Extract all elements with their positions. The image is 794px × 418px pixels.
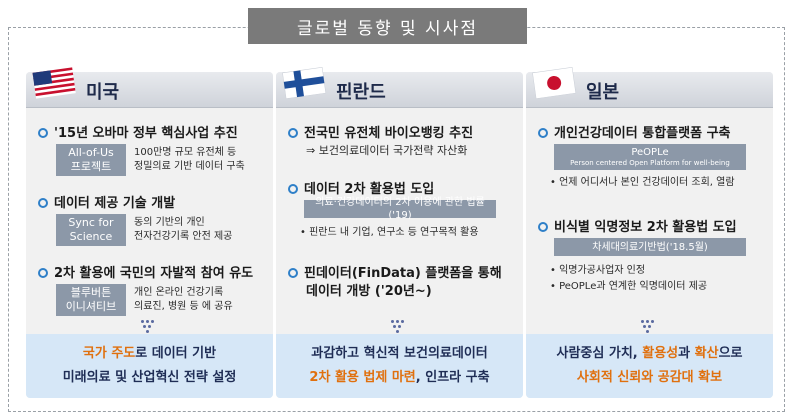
japan-flag-icon bbox=[532, 67, 577, 99]
country-name-japan: 일본 bbox=[586, 82, 620, 103]
usa-item-2-tag: Sync for Science bbox=[56, 214, 126, 246]
usa-item-1-title: '15년 오바마 정부 핵심사업 추진 bbox=[38, 122, 238, 141]
bullet-ring-icon bbox=[288, 128, 298, 138]
japan-law-bar: 차세대의료기반법('18.5월) bbox=[554, 238, 746, 256]
japan-item-1-bullet: • 언제 어디서나 본인 건강데이터 조회, 열람 bbox=[550, 177, 735, 188]
finland-flag-icon bbox=[282, 67, 327, 99]
japan-people-bar: PeOPLe Person centered Open Platform for… bbox=[554, 144, 746, 170]
bullet-ring-icon bbox=[538, 222, 548, 232]
finland-item-3-title-line2: 데이터 개방 ('20년~) bbox=[306, 284, 432, 299]
dots-divider-icon bbox=[391, 320, 409, 340]
bullet-ring-icon bbox=[288, 184, 298, 194]
column-header-finland: 핀란드 bbox=[276, 67, 523, 108]
finland-item-3-title: 핀데이터(FinData) 플랫폼을 통해 bbox=[288, 262, 502, 281]
finland-law-bar: 의료·건강데이터의 2차 이용에 관한 법률('19) bbox=[304, 197, 496, 221]
us-flag-icon bbox=[32, 67, 76, 99]
column-header-japan: 일본 bbox=[526, 67, 773, 108]
column-japan: 일본 개인건강데이터 통합플랫폼 구축 PeOPLe Person center… bbox=[526, 67, 773, 398]
finland-item-1-sub: ⇒ 보건의료데이터 국가전략 자산화 bbox=[306, 144, 468, 157]
dots-divider-icon bbox=[641, 320, 659, 340]
country-name-usa: 미국 bbox=[86, 82, 120, 103]
bullet-ring-icon bbox=[538, 128, 548, 138]
usa-item-3-tag: 블루버튼 이니셔티브 bbox=[56, 284, 126, 316]
column-finland: 핀란드 전국민 유전체 바이오뱅킹 추진 ⇒ 보건의료데이터 국가전략 자산화 … bbox=[276, 67, 523, 398]
japan-item-2-bullet-1: • 익명가공사업자 인정 bbox=[550, 265, 646, 276]
usa-item-1-tag: All-of-Us 프로젝트 bbox=[56, 144, 126, 176]
usa-conclusion: 국가 주도로 데이터 기반 미래의료 및 산업혁신 전략 설정 bbox=[26, 334, 273, 398]
bullet-ring-icon bbox=[38, 128, 48, 138]
usa-item-2-title: 데이터 제공 기술 개발 bbox=[38, 192, 175, 211]
page-title: 글로벌 동향 및 시사점 bbox=[248, 8, 527, 44]
bullet-ring-icon bbox=[288, 268, 298, 278]
japan-conclusion: 사람중심 가치, 활용성과 확산으로 사회적 신뢰와 공감대 확보 bbox=[526, 334, 773, 398]
usa-item-1-desc: 100만명 규모 유전체 등 정밀의료 기반 데이터 구축 bbox=[134, 147, 245, 172]
finland-item-1-title: 전국민 유전체 바이오뱅킹 추진 bbox=[288, 122, 473, 141]
bullet-ring-icon bbox=[38, 198, 48, 208]
country-name-finland: 핀란드 bbox=[336, 82, 386, 103]
usa-item-3-title: 2차 활용에 국민의 자발적 참여 유도 bbox=[38, 262, 253, 281]
japan-item-2-title: 비식별 익명정보 2차 활용법 도입 bbox=[538, 216, 737, 235]
japan-item-2-bullet-2: • PeOPLe과 연계한 익명데이터 제공 bbox=[550, 281, 708, 292]
usa-item-2-desc: 동의 기반의 개인 전자건강기록 안전 제공 bbox=[134, 217, 233, 242]
japan-item-1-title: 개인건강데이터 통합플랫폼 구축 bbox=[538, 122, 731, 141]
finland-item-2-bullet: • 핀란드 내 기업, 연구소 등 연구목적 활용 bbox=[300, 227, 479, 238]
dots-divider-icon bbox=[141, 320, 159, 340]
finland-conclusion: 과감하고 혁신적 보건의료데이터 2차 활용 법제 마련, 인프라 구축 bbox=[276, 334, 523, 398]
column-header-usa: 미국 bbox=[26, 67, 273, 108]
finland-item-2-title: 데이터 2차 활용법 도입 bbox=[288, 178, 434, 197]
column-usa: 미국 '15년 오바마 정부 핵심사업 추진 All-of-Us 프로젝트 10… bbox=[26, 67, 273, 398]
usa-item-3-desc: 개인 온라인 건강기록 의료진, 병원 등 에 공유 bbox=[134, 287, 233, 312]
bullet-ring-icon bbox=[38, 268, 48, 278]
